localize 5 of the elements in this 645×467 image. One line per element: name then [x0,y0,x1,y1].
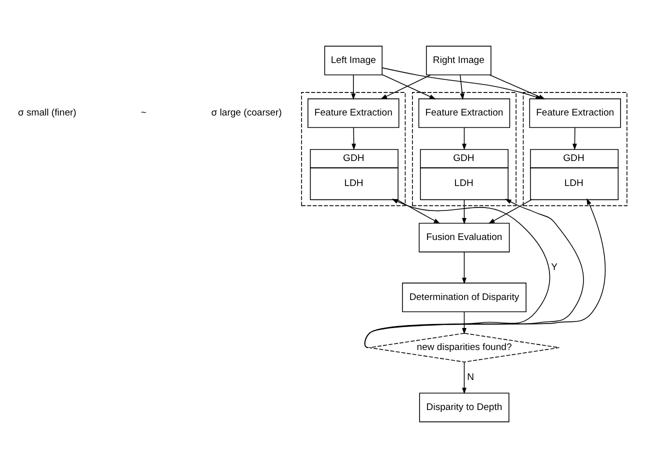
edge-label: N [467,372,474,383]
label: ~ [140,107,146,118]
label: σ large (coarser) [211,107,282,118]
edge-label: Y [551,261,558,272]
label: σ small (finer) [18,107,76,118]
